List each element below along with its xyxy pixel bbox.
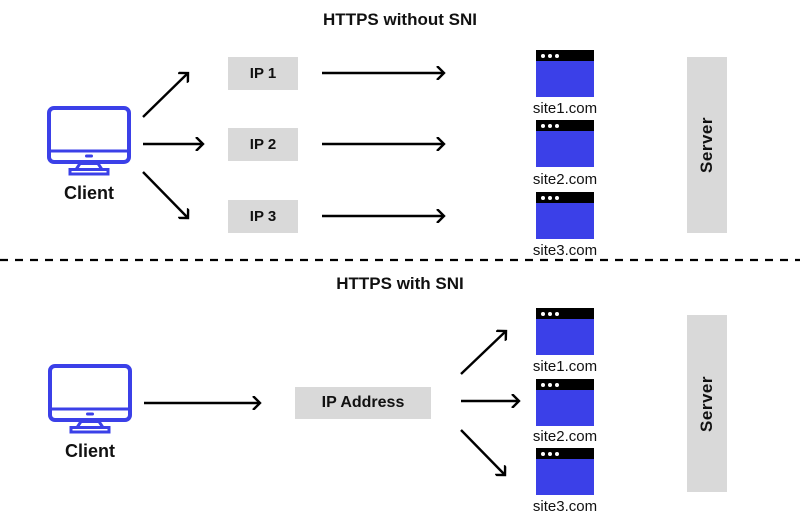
arrow-ipaddress-to-site3 — [460, 429, 505, 475]
window-dot-icon — [541, 123, 545, 128]
window-dot-icon — [555, 123, 559, 128]
site1-label: site1.com — [532, 358, 598, 375]
arrow-client-to-ip1 — [142, 73, 188, 118]
window-dot-icon — [541, 451, 545, 456]
client-label: Client — [63, 183, 114, 203]
ip-address-box: IP Address — [295, 387, 431, 419]
browser-window-icon — [536, 50, 594, 97]
ip2-box: IP 2 — [228, 128, 298, 161]
window-dot-icon — [541, 382, 545, 387]
window-dot-icon — [548, 382, 552, 387]
server-label: Server — [697, 117, 716, 173]
browser-window-icon — [536, 120, 594, 167]
site1-label: site1.com — [532, 100, 598, 117]
browser-body — [536, 61, 594, 97]
window-dot-icon — [548, 123, 552, 128]
window-dot-icon — [548, 53, 552, 58]
site2-label: site2.com — [532, 171, 598, 188]
window-dot-icon — [555, 382, 559, 387]
window-dot-icon — [555, 195, 559, 200]
window-dot-icon — [555, 53, 559, 58]
browser-titlebar — [536, 448, 594, 459]
bottom-section-title: HTTPS with SNI — [336, 274, 464, 293]
window-dot-icon — [555, 311, 559, 316]
window-dot-icon — [541, 53, 545, 58]
browser-titlebar — [536, 379, 594, 390]
browser-window-icon — [536, 308, 594, 355]
arrow-client-to-ip3 — [142, 171, 188, 218]
server-bar: Server — [687, 315, 727, 492]
server-label: Server — [697, 375, 716, 432]
browser-body — [536, 459, 594, 495]
window-dot-icon — [548, 195, 552, 200]
site3-label: site3.com — [532, 242, 598, 259]
window-dot-icon — [555, 451, 559, 456]
window-dot-icon — [541, 311, 545, 316]
window-dot-icon — [548, 311, 552, 316]
ip1-box: IP 1 — [228, 57, 298, 90]
browser-titlebar — [536, 308, 594, 319]
browser-window-icon — [536, 192, 594, 239]
site2-label: site2.com — [532, 428, 598, 445]
top-section-title: HTTPS without SNI — [323, 10, 477, 29]
browser-titlebar — [536, 192, 594, 203]
arrow-ipaddress-to-site1 — [460, 331, 506, 375]
browser-titlebar — [536, 120, 594, 131]
browser-body — [536, 203, 594, 239]
browser-titlebar — [536, 50, 594, 61]
window-dot-icon — [548, 451, 552, 456]
browser-body — [536, 319, 594, 355]
server-bar: Server — [687, 57, 727, 233]
client-monitor-icon — [48, 364, 132, 439]
browser-window-icon — [536, 448, 594, 495]
browser-body — [536, 131, 594, 167]
client-label: Client — [64, 441, 115, 461]
window-dot-icon — [541, 195, 545, 200]
ip3-box: IP 3 — [228, 200, 298, 233]
browser-body — [536, 390, 594, 426]
client-monitor-icon — [47, 106, 131, 181]
browser-window-icon — [536, 379, 594, 426]
site3-label: site3.com — [532, 498, 598, 515]
